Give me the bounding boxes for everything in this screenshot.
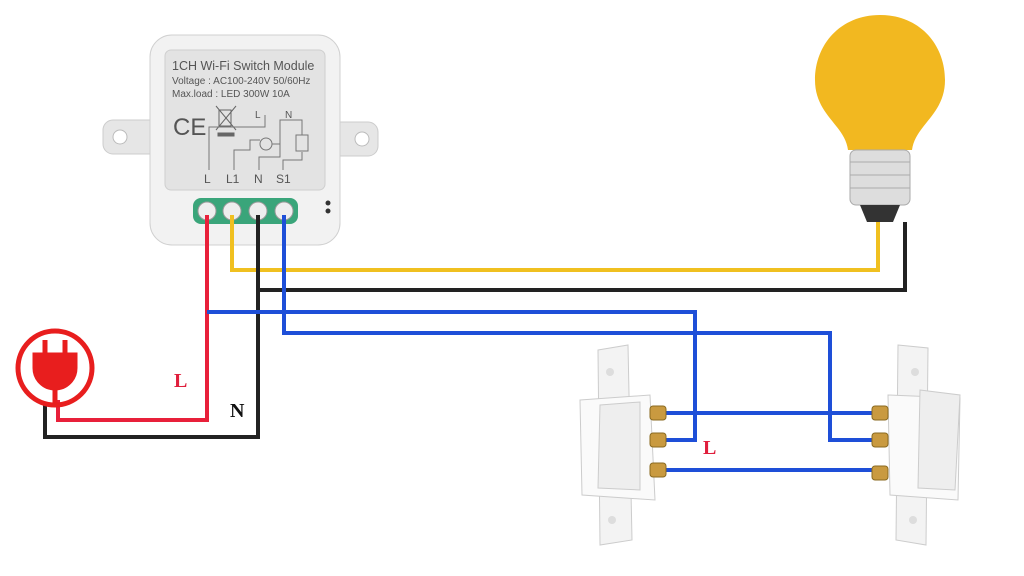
weee-bin-icon	[215, 105, 237, 137]
wire-switch-live	[207, 310, 697, 442]
wire-neutral	[43, 215, 260, 439]
terminal-label-n: N	[254, 172, 263, 186]
light-bulb-icon	[815, 15, 945, 222]
ce-mark: CE	[173, 114, 206, 141]
schematic	[208, 115, 309, 170]
wire-live	[56, 215, 209, 422]
terminal-label-l1: L1	[226, 172, 240, 186]
schematic-label-n: N	[285, 110, 292, 121]
terminal-label-l: L	[204, 172, 211, 186]
label-live-left: L	[174, 370, 187, 392]
label-live-switch: L	[703, 437, 716, 459]
module-voltage: Voltage : AC100-240V 50/60Hz	[172, 76, 310, 87]
module-title: 1CH Wi-Fi Switch Module	[172, 59, 314, 73]
module-maxload: Max.load : LED 300W 10A	[172, 89, 290, 100]
two-way-switch-right	[871, 344, 961, 546]
power-plug-icon	[15, 328, 95, 408]
wire-s1	[282, 215, 878, 442]
wire-load	[230, 215, 880, 272]
terminal-label-s1: S1	[276, 172, 291, 186]
two-way-switch-left	[579, 344, 667, 546]
schematic-label-l: L	[255, 110, 261, 121]
wifi-switch-module: 1CH Wi-Fi Switch Module Voltage : AC100-…	[102, 34, 379, 246]
wire-neutral-bulb	[258, 222, 907, 292]
label-neutral: N	[230, 400, 245, 422]
